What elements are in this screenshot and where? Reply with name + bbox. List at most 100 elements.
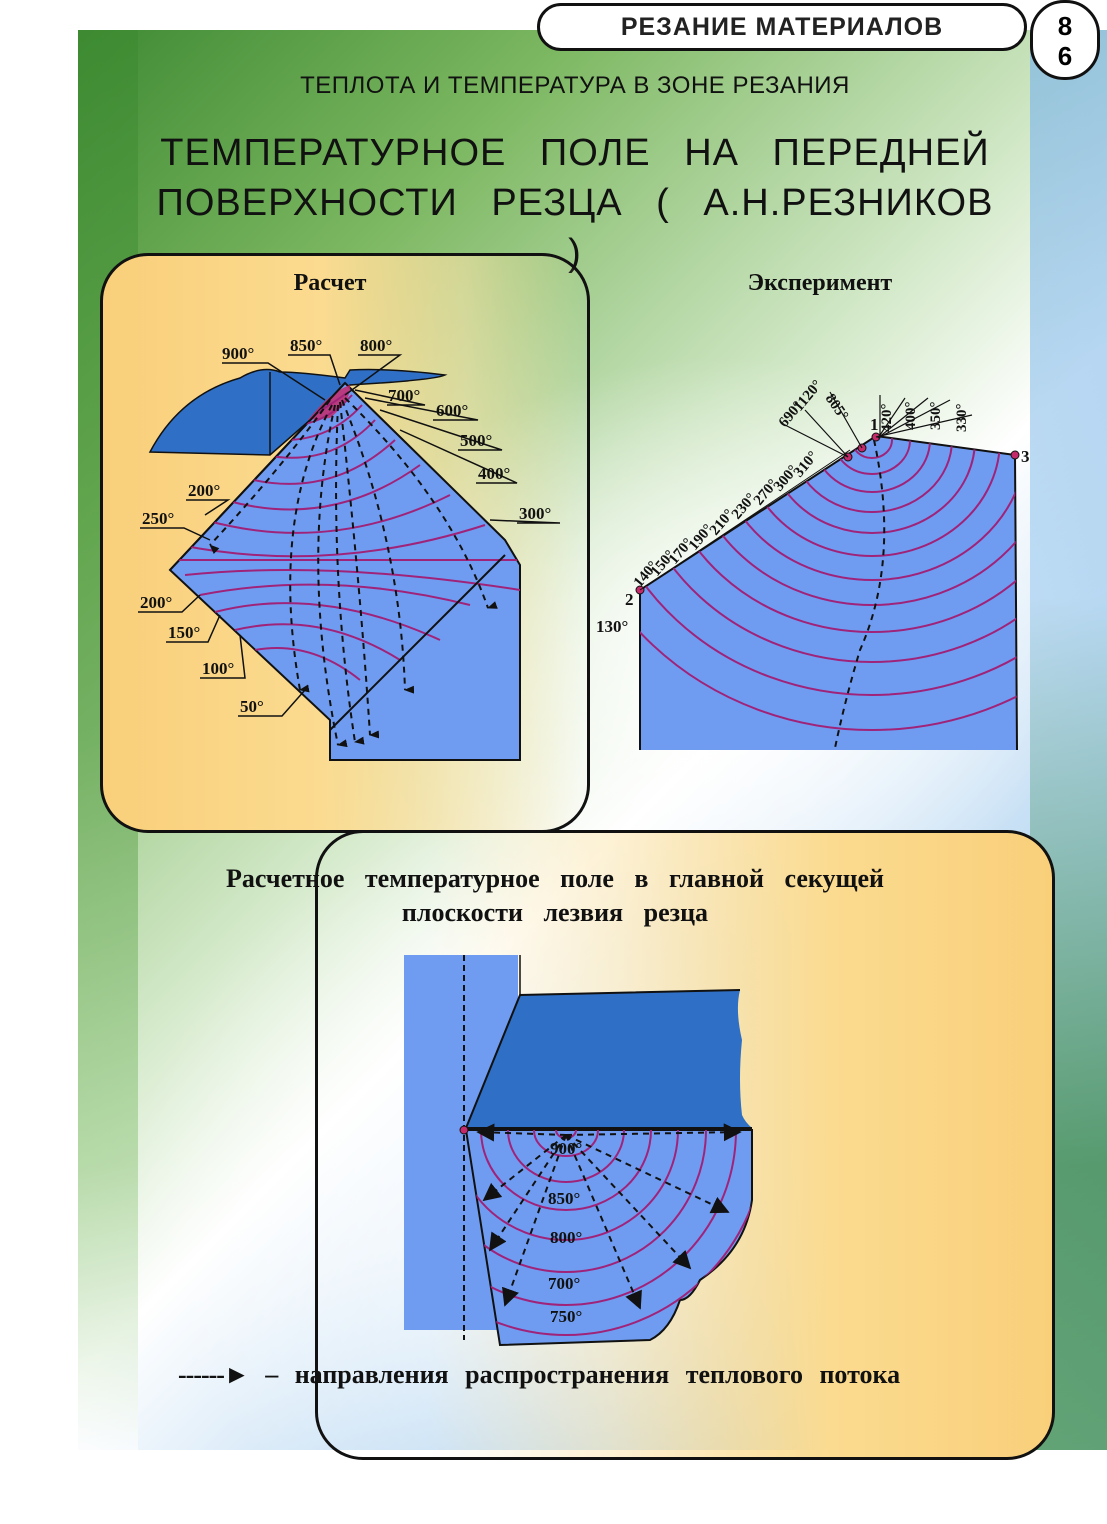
calc-tool-outline xyxy=(169,382,346,571)
experiment-diagram: 1 2 3 805° 1120° 690° 420° 400° 350° 330… xyxy=(596,377,1030,751)
calc-label: 200° xyxy=(188,481,220,500)
section-label: 800° xyxy=(550,1228,582,1247)
page-number-top: 8 xyxy=(1057,11,1073,41)
section-label: 750° xyxy=(550,1307,582,1326)
calc-label: 300° xyxy=(519,504,551,523)
section-isotherm xyxy=(466,1130,707,1273)
experiment-leader xyxy=(877,397,929,439)
section-flow-arrow xyxy=(502,1134,567,1307)
section-cutting-edge-point xyxy=(459,1125,469,1135)
experiment-leader xyxy=(804,409,849,458)
experiment-top-label: 420° xyxy=(879,404,895,433)
calc-isotherm xyxy=(224,464,421,511)
experiment-point-label: 3 xyxy=(1021,447,1030,466)
section-caption: Расчетное температурное поле в главной с… xyxy=(150,862,960,930)
calc-label: 100° xyxy=(202,659,234,678)
calc-leader xyxy=(489,519,561,524)
calc-leader xyxy=(379,409,503,451)
calc-chip xyxy=(148,368,448,456)
section-isotherm xyxy=(555,1130,577,1139)
experiment-point-label: 2 xyxy=(625,590,634,609)
calc-isotherm xyxy=(199,583,471,606)
experiment-edge-label: 130° xyxy=(596,617,628,636)
section-chip xyxy=(466,990,752,1128)
calc-leader xyxy=(344,354,403,396)
section-flow-arrow xyxy=(476,1123,567,1142)
calc-leader xyxy=(186,499,231,516)
experiment-leader xyxy=(875,414,973,438)
calc-heading: Расчет xyxy=(293,270,367,296)
calc-flow-arrow xyxy=(209,399,331,555)
calc-isotherm xyxy=(204,494,451,534)
calc-diagram: 900° 850° 800° 700° 600° 500° 400° 300° … xyxy=(138,336,561,761)
experiment-isotherm xyxy=(640,436,1017,696)
calc-isotherm xyxy=(184,569,520,591)
calc-label: 600° xyxy=(436,401,468,420)
calc-leader xyxy=(238,689,306,717)
calc-flow-arrow xyxy=(335,404,365,745)
experiment-leader xyxy=(877,397,906,439)
section-caption-line-2: плоскости лезвия резца xyxy=(401,898,709,927)
section-diagram: 900° 850° 800° 700° 750° xyxy=(404,955,753,1347)
section-header: РЕЗАНИЕ МАТЕРИАЛОВ xyxy=(620,13,944,41)
section-flow-arrow xyxy=(565,1134,642,1310)
calc-isotherm xyxy=(234,623,401,661)
calc-label: 150° xyxy=(168,623,200,642)
section-flow-arrow xyxy=(489,1134,567,1252)
topic-heading: ТЕПЛОТА И ТЕМПЕРАТУРА В ЗОНЕ РЕЗАНИЯ xyxy=(300,72,850,99)
section-label: 700° xyxy=(548,1274,580,1293)
experiment-isotherm xyxy=(640,436,1017,663)
experiment-leader xyxy=(639,449,851,591)
calc-label: 500° xyxy=(460,431,492,450)
section-flow-arrow xyxy=(565,1134,692,1270)
section-flow-arrow xyxy=(565,1134,730,1214)
experiment-leader xyxy=(829,391,863,449)
calc-leader xyxy=(200,634,246,679)
experiment-top-label: 400° xyxy=(903,402,919,431)
section-label: 900° xyxy=(550,1139,582,1158)
calc-flow-arrow xyxy=(339,401,380,739)
experiment-top-label: 805° xyxy=(822,391,851,424)
calc-label: 50° xyxy=(240,697,264,716)
section-header-frame xyxy=(537,3,1027,51)
calc-isotherm xyxy=(214,602,441,641)
calc-flow-arrow xyxy=(344,397,498,609)
legend: ------► – направления распространения те… xyxy=(178,1360,998,1390)
section-label: 850° xyxy=(548,1189,580,1208)
calc-isotherm xyxy=(254,647,361,681)
section-flow-arrow xyxy=(565,1123,742,1142)
legend-text: – направления распространения теплового … xyxy=(265,1360,901,1389)
calc-label: 200° xyxy=(140,593,172,612)
calc-isotherm xyxy=(264,419,376,459)
section-caption-line-1: Расчетное температурное поле в главной с… xyxy=(226,864,884,893)
section-isotherm xyxy=(480,1130,652,1211)
page-title: ТЕМПЕРАТУРНОЕ ПОЛЕ НА ПЕРЕДНЕЙ ПОВЕРХНОС… xyxy=(140,128,1010,278)
calc-leader xyxy=(399,429,518,484)
calc-flow-arrow xyxy=(289,404,333,693)
experiment-heading: Эксперимент xyxy=(747,270,893,296)
section-isotherm xyxy=(466,1130,737,1306)
section-isotherm xyxy=(533,1130,599,1157)
calc-label: 250° xyxy=(142,509,174,528)
title-line-2: ПОВЕРХНОСТИ РЕЗЦА ( А.Н.РЕЗНИКОВ ) xyxy=(156,182,994,274)
section-isotherm xyxy=(466,1130,752,1336)
calc-label: 700° xyxy=(388,386,420,405)
experiment-top-label: 330° xyxy=(954,404,970,433)
experiment-flow-line xyxy=(834,439,886,749)
calc-label: 900° xyxy=(222,344,254,363)
calc-edge-line xyxy=(329,554,506,731)
calc-leader xyxy=(140,527,211,541)
calc-leader xyxy=(166,614,221,643)
experiment-tool xyxy=(640,436,1017,750)
section-isotherm xyxy=(466,1130,679,1241)
title-line-1: ТЕМПЕРАТУРНОЕ ПОЛЕ НА ПЕРЕДНЕЙ xyxy=(160,132,990,174)
calc-label: 400° xyxy=(478,464,510,483)
experiment-top-label: 350° xyxy=(928,402,944,431)
calc-leader xyxy=(138,594,201,613)
experiment-point-label: 1 xyxy=(870,415,879,434)
calc-isotherm xyxy=(284,404,363,441)
calc-label: 800° xyxy=(360,336,392,355)
calc-leader xyxy=(222,362,326,401)
